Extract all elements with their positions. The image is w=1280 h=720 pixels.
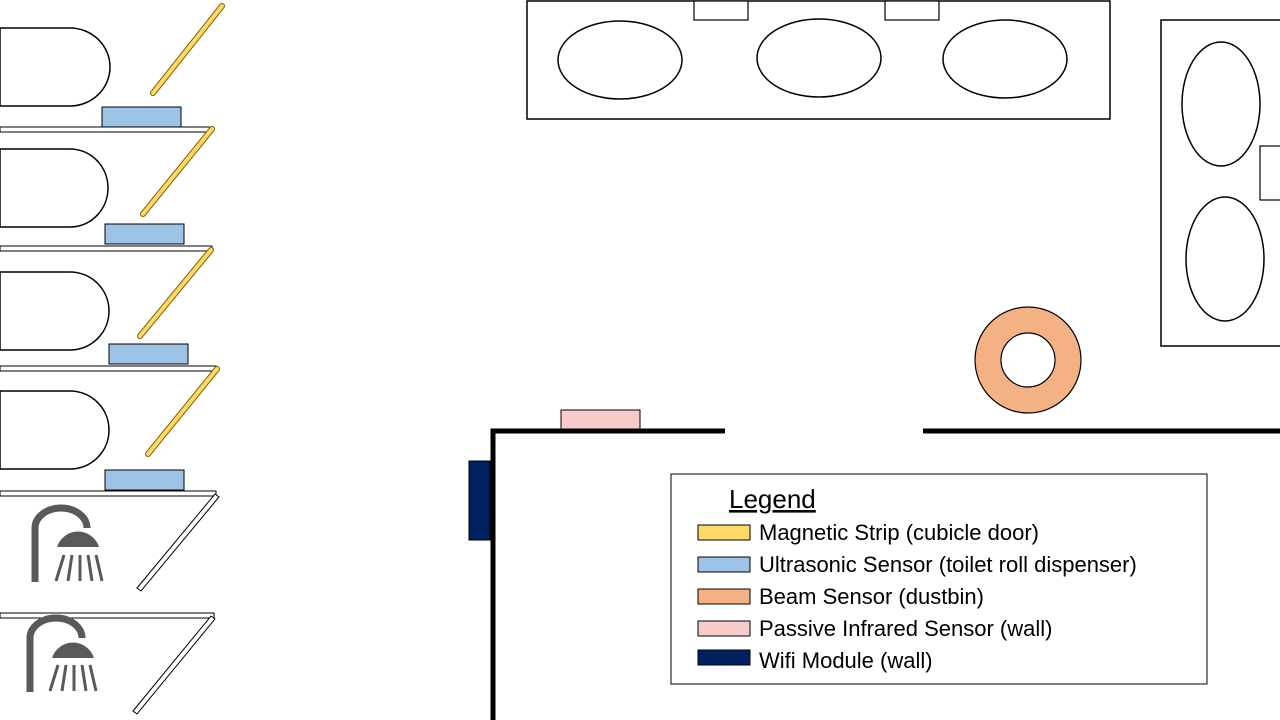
legend-item-label: Ultrasonic Sensor (toilet roll dispenser… — [759, 552, 1137, 577]
sink-icon — [942, 19, 1068, 99]
sink-icon — [1181, 41, 1261, 167]
cubicle-partition — [0, 126, 213, 133]
toilet-icon — [0, 148, 109, 228]
ultrasonic-sensor — [104, 223, 185, 245]
legend-item-label: Magnetic Strip (cubicle door) — [759, 520, 1039, 545]
legend-swatch-beam-sensor — [697, 588, 751, 605]
tap — [1259, 145, 1280, 201]
shower-icon — [31, 504, 104, 582]
ultrasonic-sensor — [108, 343, 189, 365]
legend-swatch-ultrasonic-sensor — [697, 556, 751, 573]
ultrasonic-sensor — [104, 469, 185, 491]
cubicle-partition — [0, 490, 217, 497]
cubicle-partition — [0, 365, 217, 372]
shower-door — [136, 493, 220, 592]
cubicle-4 — [0, 366, 220, 497]
legend-swatch-magnetic-strip — [697, 524, 751, 541]
cubicle-1 — [0, 3, 225, 133]
dustbin — [974, 306, 1082, 414]
magnetic-strip-fill — [151, 4, 224, 95]
wifi-module — [468, 460, 491, 541]
tap — [884, 0, 940, 21]
legend-box — [670, 473, 1208, 685]
legend-item-label: Passive Infrared Sensor (wall) — [759, 616, 1052, 641]
legend-item-label: Wifi Module (wall) — [759, 648, 933, 673]
toilet-icon — [0, 27, 111, 107]
cubicle-partition — [0, 245, 213, 252]
toilet-icon — [0, 390, 110, 470]
tap — [693, 0, 749, 21]
pir-sensor — [560, 409, 641, 431]
legend-item-label: Beam Sensor (dustbin) — [759, 584, 984, 609]
sink-icon — [557, 20, 683, 100]
sink-icon — [756, 18, 882, 98]
shower-icon — [26, 614, 98, 692]
magnetic-strip-fill — [146, 367, 219, 456]
sink-counter-right — [1160, 19, 1280, 347]
dustbin-icon — [1000, 332, 1056, 388]
entrance-wall — [490, 428, 725, 720]
walls — [468, 409, 1280, 720]
cubicle-3 — [0, 247, 217, 372]
shower-cubicle-1 — [0, 493, 220, 619]
legend-swatch-pir-sensor — [697, 620, 751, 637]
legend: Legend Magnetic Strip (cubicle door) Ult… — [670, 473, 1208, 685]
ultrasonic-sensor — [101, 106, 182, 128]
shower-door — [132, 615, 216, 715]
beam-sensor — [975, 307, 1081, 413]
cubicle-2 — [0, 126, 215, 252]
sink-counter-top — [526, 0, 1111, 120]
legend-swatch-wifi-module — [697, 649, 751, 666]
magnetic-strip-fill — [141, 127, 214, 216]
toilet-icon — [0, 271, 110, 351]
legend-title: Legend — [729, 484, 816, 514]
dustbin-outline-outer — [974, 306, 1082, 414]
sink-icon — [1185, 196, 1265, 322]
shower-cubicle-2 — [26, 614, 216, 715]
cubicle-partition — [0, 612, 215, 619]
magnetic-strip-fill — [138, 248, 213, 338]
